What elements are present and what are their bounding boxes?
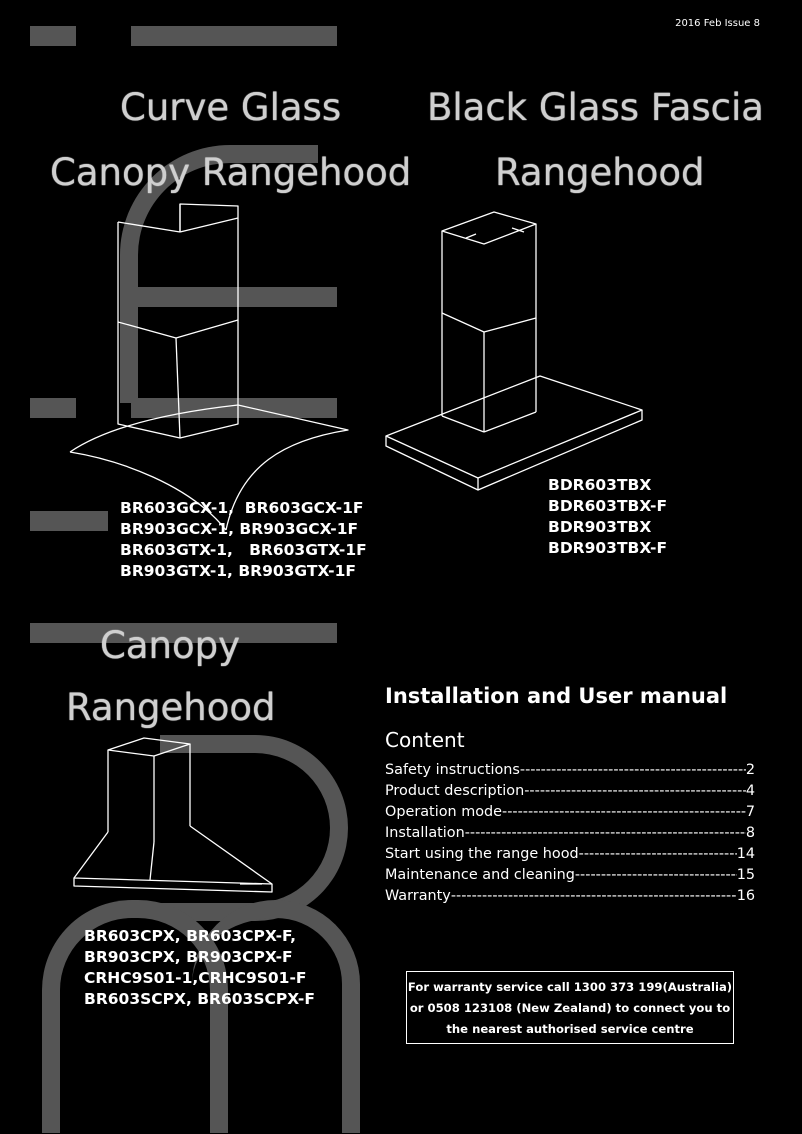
curve-glass-hood-drawing [69, 203, 349, 531]
toc-label: Safety instructions [385, 762, 520, 778]
toc-leader [579, 844, 737, 865]
curve-glass-title-line1: Curve Glass [120, 86, 342, 129]
black-glass-models: BDR603TBX BDR603TBX-F BDR903TBX BDR903TB… [548, 476, 668, 557]
toc-page: 15 [736, 867, 755, 883]
toc-leader [524, 781, 746, 802]
toc-label: Product description [385, 783, 525, 799]
toc-entry: Start using the range hood 14 [385, 844, 755, 865]
content-title: Content [385, 728, 465, 752]
decor-bar [30, 511, 108, 531]
toc-entry: Warranty 16 [385, 886, 755, 907]
toc-label: Operation mode [385, 804, 503, 820]
black-glass-title-line2: Rangehood [495, 151, 705, 194]
toc-label: Warranty [385, 888, 451, 904]
black-glass-hood-drawing [385, 211, 643, 491]
toc-page: 4 [745, 783, 755, 799]
warranty-notice-line: the nearest authorised service centre [446, 1022, 694, 1036]
toc-page: 7 [745, 804, 755, 820]
warranty-notice-line: For warranty service call 1300 373 199(A… [407, 980, 733, 994]
toc-label: Maintenance and cleaning [385, 867, 575, 883]
toc-leader [502, 802, 746, 823]
decor-bar [131, 26, 337, 46]
toc-page: 14 [736, 846, 755, 862]
toc-leader [465, 823, 746, 844]
toc-leader [451, 886, 737, 907]
decor-bar [30, 26, 76, 46]
toc-page: 2 [745, 762, 755, 778]
decor-bar [30, 623, 337, 643]
toc-page: 8 [745, 825, 755, 841]
manual-title: Installation and User manual [385, 684, 728, 708]
toc-entry: Product description 4 [385, 781, 755, 802]
canopy-title-line1: Canopy [100, 624, 240, 667]
warranty-notice-line: or 0508 123108 (New Zealand) to connect … [409, 1001, 731, 1015]
toc-leader [575, 865, 737, 886]
canopy-title-line2: Rangehood [66, 686, 276, 729]
curve-glass-models: BR603GCX-1, BR603GCX-1F BR903GCX-1, BR90… [120, 499, 367, 580]
toc-entry: Installation 8 [385, 823, 755, 844]
toc-entry: Operation mode 7 [385, 802, 755, 823]
toc-entry: Maintenance and cleaning 15 [385, 865, 755, 886]
toc-entry: Safety instructions 2 [385, 760, 755, 781]
canopy-hood-drawing [73, 737, 273, 893]
toc-page: 16 [736, 888, 755, 904]
toc-leader [520, 760, 746, 781]
decor-bar [30, 398, 76, 418]
toc-label: Installation [385, 825, 465, 841]
warranty-notice: For warranty service call 1300 373 199(A… [406, 971, 734, 1044]
toc-label: Start using the range hood [385, 846, 579, 862]
table-of-contents: Safety instructions 2 Product description… [385, 760, 755, 907]
black-glass-title-line1: Black Glass Fascia [427, 86, 764, 129]
curve-glass-title-line2: Canopy Rangehood [50, 151, 412, 194]
canopy-models: BR603CPX, BR603CPX-F, BR903CPX, BR903CPX… [84, 927, 315, 1008]
issue-label: 2016 Feb Issue 8 [675, 18, 760, 29]
